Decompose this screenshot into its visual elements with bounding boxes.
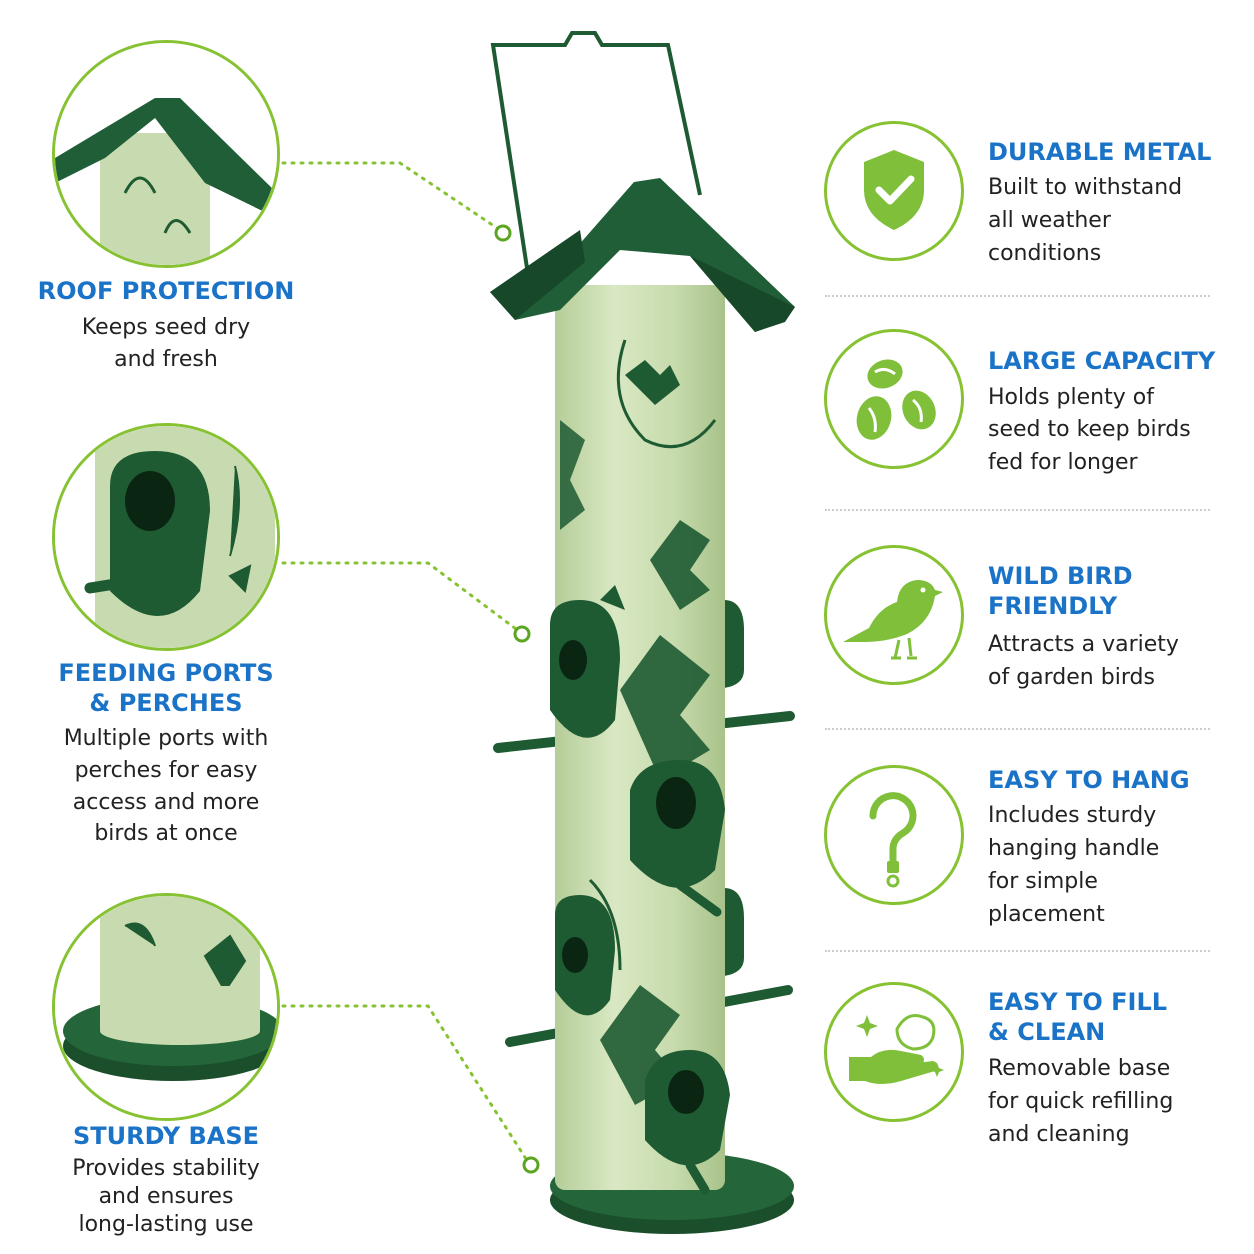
large-capacity-body-line-3: fed for longer: [988, 450, 1138, 475]
feeding-ports-body-line-1: Multiple ports with: [63, 726, 269, 751]
easy-hang-badge: [824, 765, 964, 905]
roof-protection-body-line-2: and fresh: [114, 347, 218, 372]
connector-dot-base: [522, 1156, 540, 1174]
base-detail-photo: [52, 893, 280, 1121]
easy-clean-body-line-3: and cleaning: [988, 1122, 1130, 1147]
durable-metal-body-line-2: all weather: [988, 208, 1111, 233]
durable-metal-body-line-3: conditions: [988, 241, 1102, 266]
connector-dot-ports: [513, 625, 531, 643]
roof-detail-photo: [52, 40, 280, 268]
sturdy-base-body-line-2: and ensures: [98, 1184, 234, 1209]
wild-bird-heading-line-1: WILD BIRD: [988, 562, 1133, 590]
roof-protection-heading: ROOF PROTECTION: [37, 277, 295, 305]
feeding-ports-body-line-4: birds at once: [94, 821, 238, 846]
shield-check-icon: [864, 150, 924, 230]
divider-2: [825, 509, 1210, 511]
easy-clean-heading-line-2: & CLEAN: [988, 1018, 1106, 1046]
easy-hang-body-line-3: for simple: [988, 869, 1098, 894]
easy-hang-heading: EASY TO HANG: [988, 766, 1190, 794]
divider-4: [825, 950, 1210, 952]
easy-clean-heading-line-1: EASY TO FILL: [988, 988, 1168, 1016]
easy-clean-badge: [824, 982, 964, 1122]
feeding-port-detail-photo: [52, 423, 280, 651]
feeding-ports-heading-line-2: & PERCHES: [89, 689, 243, 717]
hook-icon: [869, 792, 917, 888]
seeds-icon: [856, 359, 936, 440]
large-capacity-body-line-2: seed to keep birds: [988, 417, 1191, 442]
connector-dot-roof: [494, 224, 512, 242]
easy-clean-body-line-1: Removable base: [988, 1056, 1171, 1081]
bird-icon: [843, 580, 943, 660]
large-capacity-body-line-1: Holds plenty of: [988, 385, 1154, 410]
wild-bird-badge: [824, 545, 964, 685]
sturdy-base-body-line-1: Provides stability: [72, 1156, 260, 1181]
feeding-ports-body-line-2: perches for easy: [74, 758, 258, 783]
feeding-ports-heading-line-1: FEEDING PORTS: [58, 659, 274, 687]
roof-protection-body-line-1: Keeps seed dry: [81, 315, 251, 340]
durable-metal-body-line-1: Built to withstand: [988, 175, 1183, 200]
large-capacity-badge: [824, 329, 964, 469]
divider-3: [825, 728, 1210, 730]
durable-metal-heading: DURABLE METAL: [988, 138, 1212, 166]
hand-clean-icon: [849, 1014, 944, 1084]
easy-hang-body-line-1: Includes sturdy: [988, 803, 1157, 828]
wild-bird-heading-line-2: FRIENDLY: [988, 592, 1118, 620]
easy-hang-body-line-4: placement: [988, 902, 1105, 927]
easy-hang-body-line-2: hanging handle: [988, 836, 1160, 861]
wild-bird-body-line-2: of garden birds: [988, 665, 1155, 690]
large-capacity-heading: LARGE CAPACITY: [988, 347, 1216, 375]
easy-clean-body-line-2: for quick refilling: [988, 1089, 1174, 1114]
durable-metal-badge: [824, 121, 964, 261]
divider-1: [825, 295, 1210, 297]
sturdy-base-body-line-3: long-lasting use: [78, 1212, 254, 1237]
feeding-ports-body-line-3: access and more: [72, 790, 260, 815]
wild-bird-body-line-1: Attracts a variety: [988, 632, 1179, 657]
sturdy-base-heading: STURDY BASE: [72, 1122, 260, 1150]
